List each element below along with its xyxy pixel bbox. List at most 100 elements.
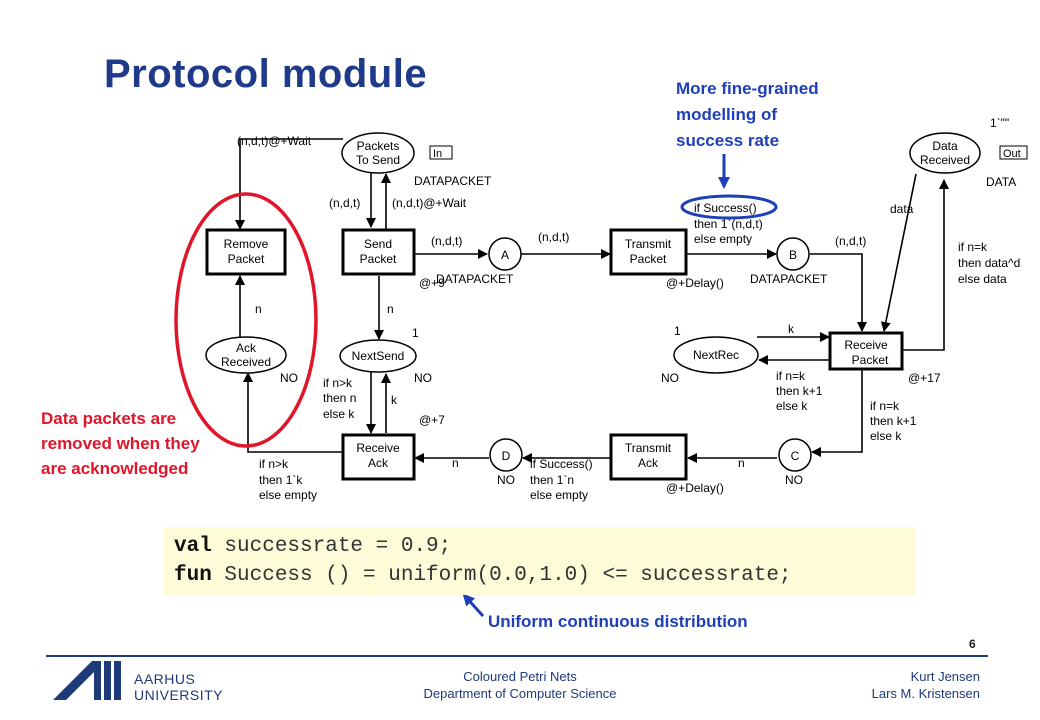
transition-label: Remove — [224, 237, 269, 251]
arc-label: then 1`(n,d,t) — [694, 217, 763, 231]
place-label: Ack — [236, 341, 257, 355]
code-keyword: fun — [174, 564, 212, 587]
note-line: Data packets are — [41, 409, 177, 428]
arc-label: n — [255, 302, 262, 316]
delay-label: @+7 — [419, 413, 445, 427]
arc-label: if Success() — [530, 457, 593, 471]
place-nextsend — [339, 339, 417, 373]
arc-label: else empty — [694, 232, 752, 246]
place-label: Data — [932, 139, 958, 153]
blue-highlight-ring — [680, 194, 778, 220]
arc-label: then 1`k — [259, 473, 303, 487]
port-tag-text: In — [433, 148, 442, 160]
transition-receive-ack — [341, 433, 416, 481]
transition-label: Packet — [360, 252, 397, 266]
arc-label: if n>k — [259, 457, 289, 471]
footer-department: Department of Computer Science — [423, 686, 617, 701]
initial-marking: 1 — [412, 326, 419, 340]
code-text: Success () = — [211, 564, 389, 587]
arc-label: (n,d,t) — [329, 196, 360, 210]
place-label: B — [789, 248, 797, 262]
type-label: DATAPACKET — [750, 272, 828, 286]
university-name: AARHUS UNIVERSITY — [134, 671, 223, 703]
arc-receive-to-data — [902, 179, 949, 351]
footer-center: Coloured Petri Nets Department of Comput… — [330, 668, 710, 702]
uniform-arrow — [462, 593, 485, 618]
arc-packets-to-remove — [235, 138, 343, 230]
transition-label: Transmit — [625, 441, 672, 455]
footer-course: Coloured Petri Nets — [463, 669, 577, 684]
arc-label: if Success() — [694, 201, 757, 215]
arc-label: then data^d — [958, 256, 1020, 270]
transition-label: Packet — [852, 353, 889, 367]
delay-label: @+9 — [419, 276, 445, 290]
arc-receive-ack-to-ack-received — [243, 372, 343, 453]
note-line: modelling of — [676, 105, 778, 124]
place-data-received — [909, 132, 981, 174]
arc-label: else k — [323, 407, 355, 421]
code-function-uniform: uniform — [388, 564, 477, 587]
footer-author: Kurt Jensen — [910, 669, 980, 684]
transition-label: Receive — [844, 338, 888, 352]
code-keyword: val — [174, 535, 212, 558]
arc-label: else k — [870, 429, 902, 443]
transition-receive-packet — [828, 331, 904, 371]
place-a — [488, 237, 522, 271]
arc-label: (n,d,t) — [538, 230, 569, 244]
place-ack-received — [205, 336, 287, 374]
type-label: DATAPACKET — [414, 174, 492, 188]
place-label: NextSend — [352, 349, 405, 363]
transition-send-packet — [341, 228, 416, 276]
page-number: 6 — [969, 637, 976, 651]
arc-receive-to-c — [811, 369, 863, 457]
place-nextrec — [673, 336, 759, 374]
place-label: NextRec — [693, 348, 739, 362]
port-tag-out — [999, 145, 1028, 160]
arc-label: if n=k — [870, 399, 900, 413]
arc-label: then 1`n — [530, 473, 574, 487]
type-label: NO — [661, 371, 679, 385]
code-line-1: val successrate = 0.9; — [174, 535, 451, 558]
code-text: (0.0,1.0) <= successrate; — [476, 564, 792, 587]
arc-label: n — [738, 456, 745, 470]
place-label: D — [502, 449, 511, 463]
type-label: NO — [280, 371, 298, 385]
place-label: Received — [920, 153, 970, 167]
arc-label: k — [788, 322, 795, 336]
success-rate-note: More fine-grained modelling of success r… — [676, 76, 819, 154]
place-label: A — [501, 248, 509, 262]
delay-label: @+Delay() — [666, 276, 724, 290]
footer-authors: Kurt Jensen Lars M. Kristensen — [872, 668, 980, 702]
red-highlight-ring — [174, 192, 318, 448]
code-block: val successrate = 0.9; fun Success () = … — [164, 527, 916, 595]
uniform-note: Uniform continuous distribution — [488, 612, 748, 631]
type-label: DATA — [986, 175, 1016, 189]
place-label: Packets — [357, 139, 400, 153]
arc-data-to-receive — [880, 173, 917, 332]
transition-label: Packet — [228, 252, 265, 266]
footer-divider — [46, 655, 988, 657]
arc-label: (n,d,t)@+Wait — [392, 196, 467, 210]
transition-label: Transmit — [625, 237, 672, 251]
place-label: C — [791, 449, 800, 463]
university-line: AARHUS — [134, 671, 196, 687]
arc-label: then k+1 — [776, 384, 823, 398]
place-c — [778, 438, 812, 472]
arc-label: else empty — [530, 488, 588, 502]
type-label: DATAPACKET — [436, 272, 514, 286]
arc-label: n — [452, 456, 459, 470]
transition-label: Packet — [630, 252, 667, 266]
delay-label: @+17 — [908, 371, 941, 385]
arc-label: (n,d,t)@+Wait — [237, 134, 312, 148]
type-label: NO — [497, 473, 515, 487]
arc-label: if n=k — [776, 369, 806, 383]
arc-label: k — [391, 393, 398, 407]
note-line: success rate — [676, 131, 780, 150]
place-label: Received — [221, 355, 271, 369]
remove-packet-note: Data packets are removed when they are a… — [41, 406, 200, 481]
place-packets-to-send — [341, 132, 415, 174]
arc-label: (n,d,t) — [431, 234, 462, 248]
university-line: UNIVERSITY — [134, 687, 224, 703]
initial-marking: 1`"" — [990, 116, 1009, 130]
